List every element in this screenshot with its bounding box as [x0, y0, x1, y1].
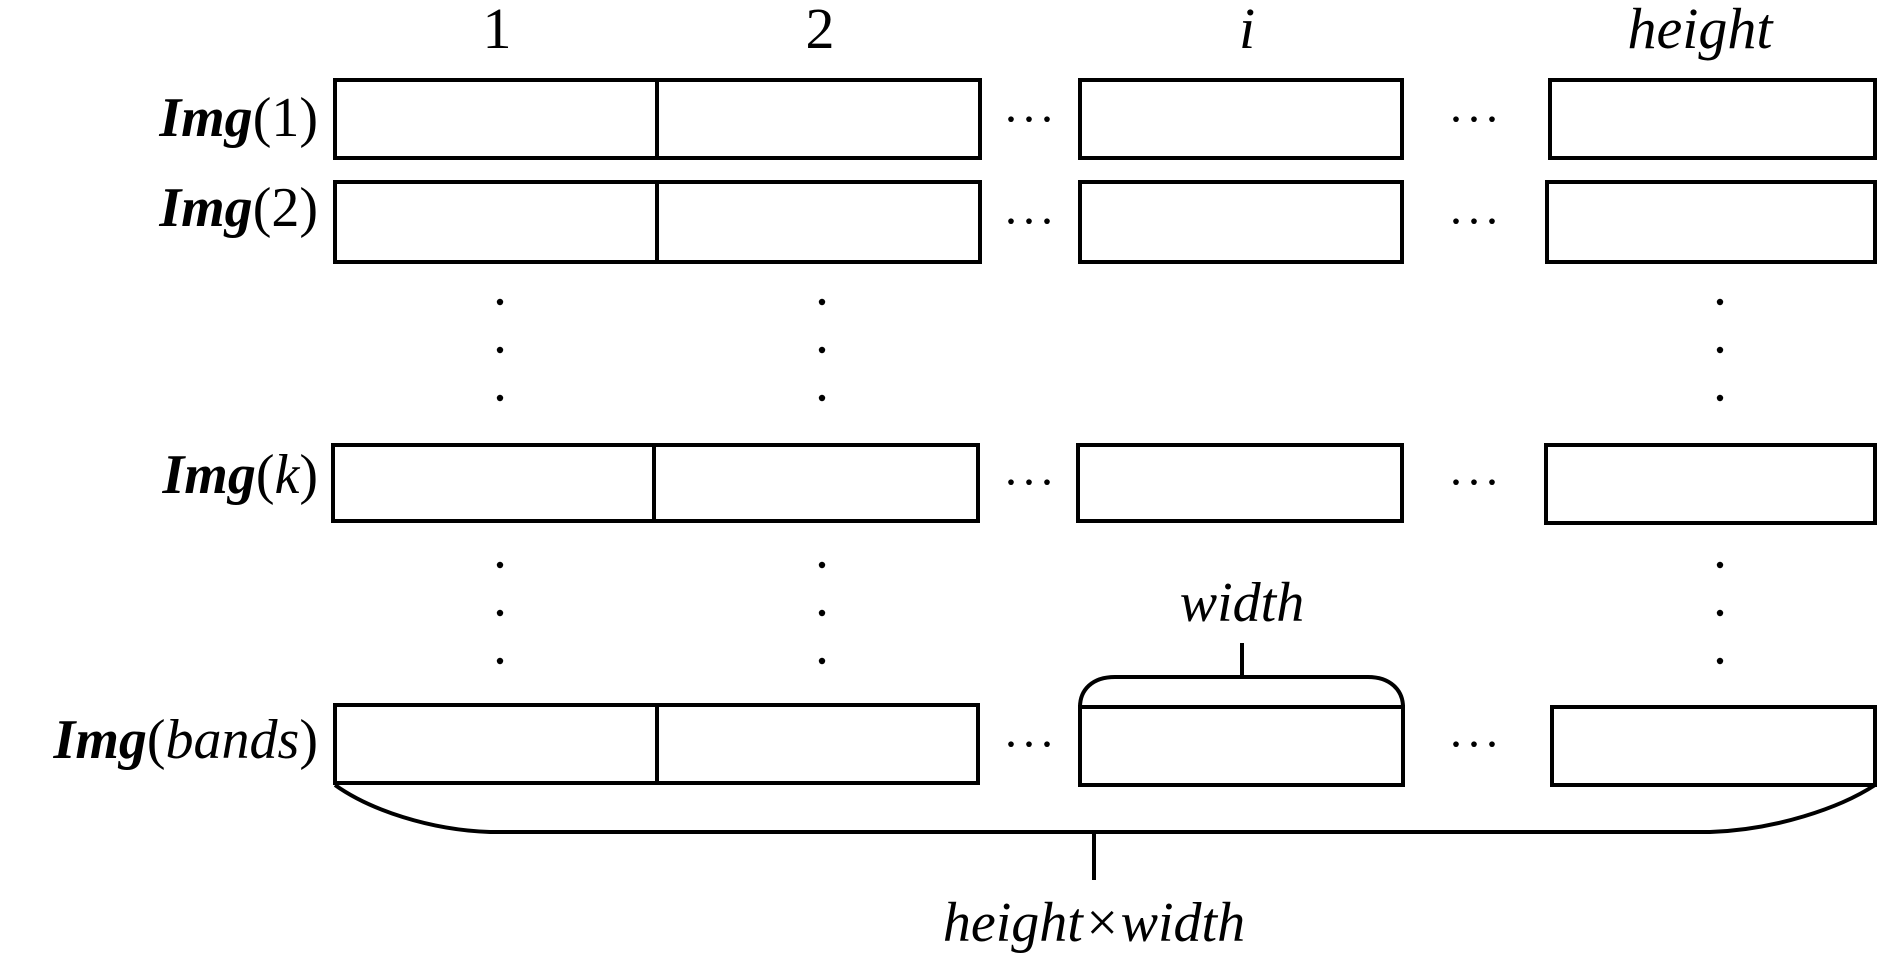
- ellipsis-horizontal: ···: [1003, 93, 1057, 146]
- rowbands-block-height: [1550, 705, 1877, 787]
- row-label-prefix: Img: [162, 444, 256, 506]
- row2-block-height: [1545, 180, 1877, 264]
- row-label-paren: (: [255, 444, 275, 506]
- column-label-2: 2: [805, 0, 835, 61]
- vdot: [1716, 394, 1724, 402]
- column-label-height: height: [1627, 0, 1773, 61]
- vdot: [496, 346, 504, 354]
- vdot: [1716, 609, 1724, 617]
- ellipsis-horizontal: ···: [1003, 195, 1057, 248]
- row-label-arg: 1: [271, 87, 300, 149]
- vdot: [818, 346, 826, 354]
- row-label-prefix: Img: [53, 709, 147, 771]
- row-label-prefix: Img: [159, 87, 253, 149]
- vdot: [496, 298, 504, 306]
- ellipsis-horizontal: ···: [1448, 718, 1502, 771]
- row-label-paren: ): [299, 87, 318, 149]
- vdot: [818, 561, 826, 569]
- rowbands-block-i: [1078, 705, 1405, 787]
- row-label-paren: ): [299, 444, 318, 506]
- row1-block-height: [1548, 78, 1877, 160]
- total-size-label: height×width: [942, 892, 1246, 954]
- ellipsis-horizontal: ···: [1003, 456, 1057, 509]
- vdot: [818, 657, 826, 665]
- vdot: [1716, 561, 1724, 569]
- row-label-1: Img(1): [159, 90, 318, 146]
- row-label-bands: Img(bands): [54, 712, 318, 768]
- width-brace: [1078, 675, 1405, 708]
- vdot: [1716, 346, 1724, 354]
- rowk-block-i: [1076, 443, 1404, 523]
- vdot: [496, 657, 504, 665]
- ellipsis-horizontal: ···: [1448, 456, 1502, 509]
- width-label: width: [1179, 572, 1305, 634]
- ellipsis-horizontal: ···: [1448, 195, 1502, 248]
- row-label-2: Img(2): [159, 180, 318, 236]
- row-label-arg: bands: [165, 709, 300, 771]
- row-label-paren: ): [299, 709, 318, 771]
- vdot: [818, 609, 826, 617]
- row-label-paren: (: [252, 177, 272, 239]
- vdot: [496, 394, 504, 402]
- vdot: [1716, 298, 1724, 306]
- column-label-i: i: [1238, 0, 1256, 61]
- vdot: [818, 394, 826, 402]
- vdot: [1716, 657, 1724, 665]
- ellipsis-horizontal: ···: [1003, 718, 1057, 771]
- vdot: [496, 609, 504, 617]
- vdot: [496, 561, 504, 569]
- row-label-paren: ): [299, 177, 318, 239]
- row-label-arg: 2: [271, 177, 300, 239]
- row-label-paren: (: [252, 87, 272, 149]
- row-label-k: Img(k): [162, 447, 318, 503]
- row1-block-i: [1078, 78, 1404, 160]
- total-brace: [333, 783, 1877, 834]
- ellipsis-horizontal: ···: [1448, 93, 1502, 146]
- row2-block-i: [1078, 180, 1404, 264]
- row-label-arg: k: [274, 444, 300, 506]
- row-label-prefix: Img: [159, 177, 253, 239]
- vdot: [818, 298, 826, 306]
- row-label-paren: (: [146, 709, 166, 771]
- column-label-1: 1: [482, 0, 512, 61]
- rowk-block-height: [1544, 443, 1877, 525]
